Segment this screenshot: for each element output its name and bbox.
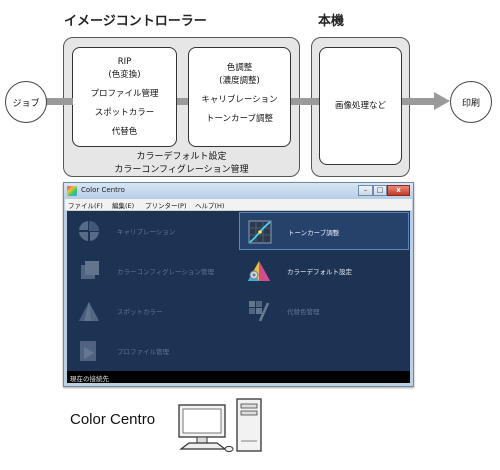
rip-line: RIP	[117, 56, 132, 67]
panel-note: カラーデフォルト設定 カラーコンフィグレーション管理	[63, 151, 300, 177]
flow-arrow-segment	[45, 98, 73, 105]
color-adjust-line: (濃度調整)	[219, 76, 260, 86]
alternative-color-icon	[249, 301, 270, 322]
tile-calibration[interactable]: キャリブレーション	[69, 212, 239, 250]
status-bar: 現在の接続先	[67, 371, 410, 383]
color-adjust-line: 色調整	[226, 63, 253, 73]
profile-icon	[80, 341, 96, 361]
close-button[interactable]: x	[387, 185, 410, 196]
tile-label: キャリブレーション	[117, 228, 176, 236]
calibration-icon	[79, 221, 99, 241]
color-adjust-line: トーンカーブ調整	[205, 114, 274, 124]
tile-label: 代替色管理	[287, 308, 320, 316]
tile-label: スポットカラー	[117, 308, 163, 316]
tile-spot-color[interactable]: スポットカラー	[69, 292, 239, 330]
print-label: 印刷	[461, 98, 480, 109]
rip-line: プロファイル管理	[90, 88, 159, 99]
title-bar[interactable]: Color Centro – □ x	[64, 183, 413, 199]
menu-file[interactable]: ファイル(F)	[68, 202, 103, 210]
tile-alternative-color[interactable]: 代替色管理	[239, 292, 409, 330]
menu-printer[interactable]: プリンター(P)	[145, 202, 187, 210]
footer-label: Color Centro	[70, 411, 156, 428]
tile-label: カラーコンフィグレーション管理	[117, 268, 215, 276]
window-title: Color Centro	[81, 186, 125, 194]
function-panel: キャリブレーション トーンカーブ調整 カラーコンフィグレーション管理	[67, 211, 410, 371]
tile-label: トーンカーブ調整	[288, 229, 340, 237]
flow-arrow-segment	[291, 98, 319, 105]
flow-arrow-head	[434, 92, 450, 110]
spot-color-icon	[79, 302, 99, 321]
color-default-icon	[248, 261, 270, 281]
rip-line: 代替色	[111, 126, 138, 137]
rip-line: (色変換)	[108, 69, 141, 80]
rip-line: スポットカラー	[94, 107, 155, 118]
tile-color-default[interactable]: カラーデフォルト設定	[239, 252, 409, 290]
color-adjust-box: 色調整 (濃度調整) キャリブレーション トーンカーブ調整	[188, 47, 291, 147]
color-adjust-line: キャリブレーション	[201, 95, 278, 105]
tile-label: プロファイル管理	[117, 348, 169, 356]
device-box-label: 画像処理など	[334, 100, 386, 111]
flow-arrow-segment	[402, 98, 435, 105]
panel-note-line: カラーデフォルト設定	[136, 152, 227, 162]
menu-help[interactable]: ヘルプ(H)	[195, 202, 225, 210]
controller-title: イメージコントローラー	[64, 14, 207, 29]
panel-note-line: カラーコンフィグレーション管理	[114, 165, 249, 175]
menu-bar: ファイル(F) 編集(E) プリンター(P) ヘルプ(H)	[65, 199, 412, 211]
tile-label: カラーデフォルト設定	[287, 268, 352, 276]
flow-arrow-segment	[177, 98, 188, 105]
job-node: ジョブ	[5, 81, 47, 123]
menu-edit[interactable]: 編集(E)	[112, 202, 135, 210]
maximize-button[interactable]: □	[373, 185, 387, 196]
color-configuration-icon	[81, 261, 99, 279]
device-box: 画像処理など	[319, 47, 402, 165]
print-node: 印刷	[450, 81, 492, 123]
color-centro-app-icon	[67, 186, 77, 196]
desktop-computer-icon	[178, 398, 262, 453]
job-label: ジョブ	[12, 98, 40, 109]
tile-color-configuration[interactable]: カラーコンフィグレーション管理	[69, 252, 239, 290]
status-text: 現在の接続先	[70, 375, 109, 383]
color-centro-window: Color Centro – □ x ファイル(F) 編集(E) プリンター(P…	[63, 182, 414, 387]
rip-box: RIP (色変換) プロファイル管理 スポットカラー 代替色	[72, 47, 177, 147]
tile-tone-curve[interactable]: トーンカーブ調整	[239, 212, 409, 250]
minimize-button[interactable]: –	[358, 185, 373, 196]
tile-profile[interactable]: プロファイル管理	[69, 332, 239, 370]
device-title: 本機	[318, 14, 345, 29]
tone-curve-icon	[248, 220, 272, 244]
